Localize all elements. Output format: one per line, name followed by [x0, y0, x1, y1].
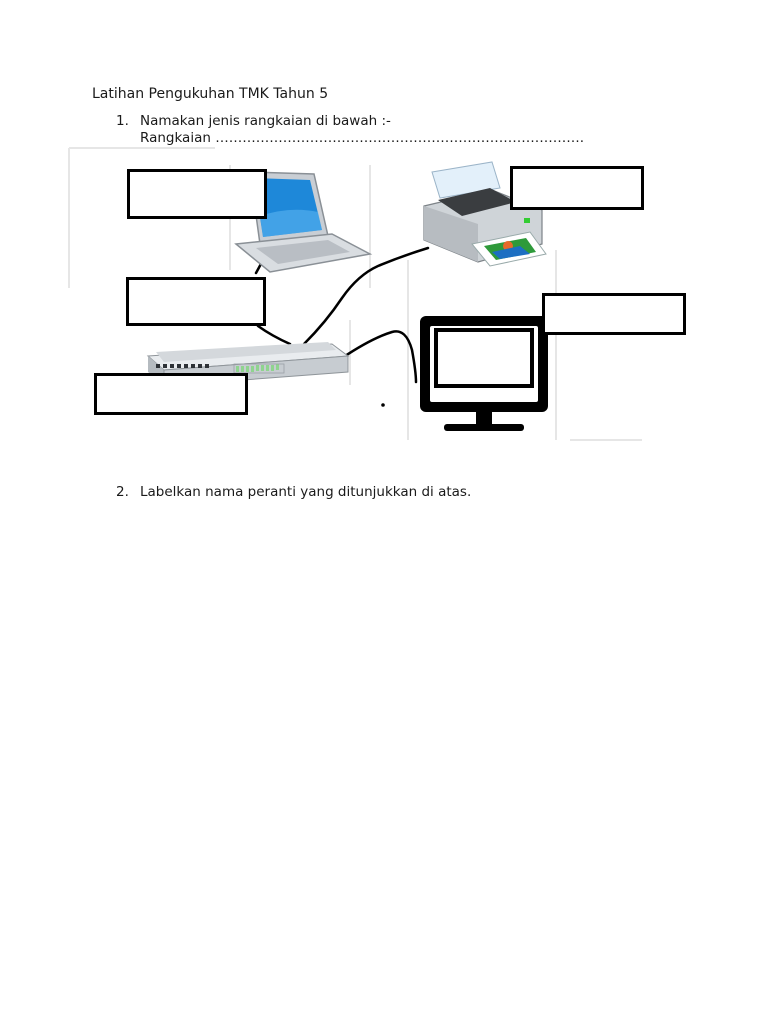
question-2-number: 2. — [116, 484, 129, 500]
laptop-icon — [234, 171, 373, 273]
network-cables — [254, 246, 430, 384]
question-1-answer-line: Rangkaian ………………………………………………………………………. — [140, 130, 584, 146]
monitor-label-box[interactable] — [542, 293, 686, 335]
network-diagram — [60, 140, 700, 450]
stray-dot — [381, 403, 385, 407]
switch-left-cable — [256, 324, 292, 346]
monitor-icon — [420, 316, 548, 431]
monitor-cable — [340, 330, 418, 384]
switch-top-label-box[interactable] — [126, 277, 266, 326]
switch-bottom-label-box[interactable] — [94, 373, 248, 415]
switch-leds — [236, 364, 279, 372]
laptop-label-box[interactable] — [127, 169, 267, 219]
worksheet-title: Latihan Pengukuhan TMK Tahun 5 — [92, 86, 329, 102]
switch-ports — [156, 364, 209, 368]
question-2-text: Labelkan nama peranti yang ditunjukkan d… — [140, 484, 472, 500]
printer-cable — [302, 246, 430, 346]
question-1-number: 1. — [116, 113, 129, 129]
printer-label-box[interactable] — [510, 166, 644, 210]
question-1-text: Namakan jenis rangkaian di bawah :- — [140, 113, 391, 129]
printer-icon — [423, 161, 547, 267]
